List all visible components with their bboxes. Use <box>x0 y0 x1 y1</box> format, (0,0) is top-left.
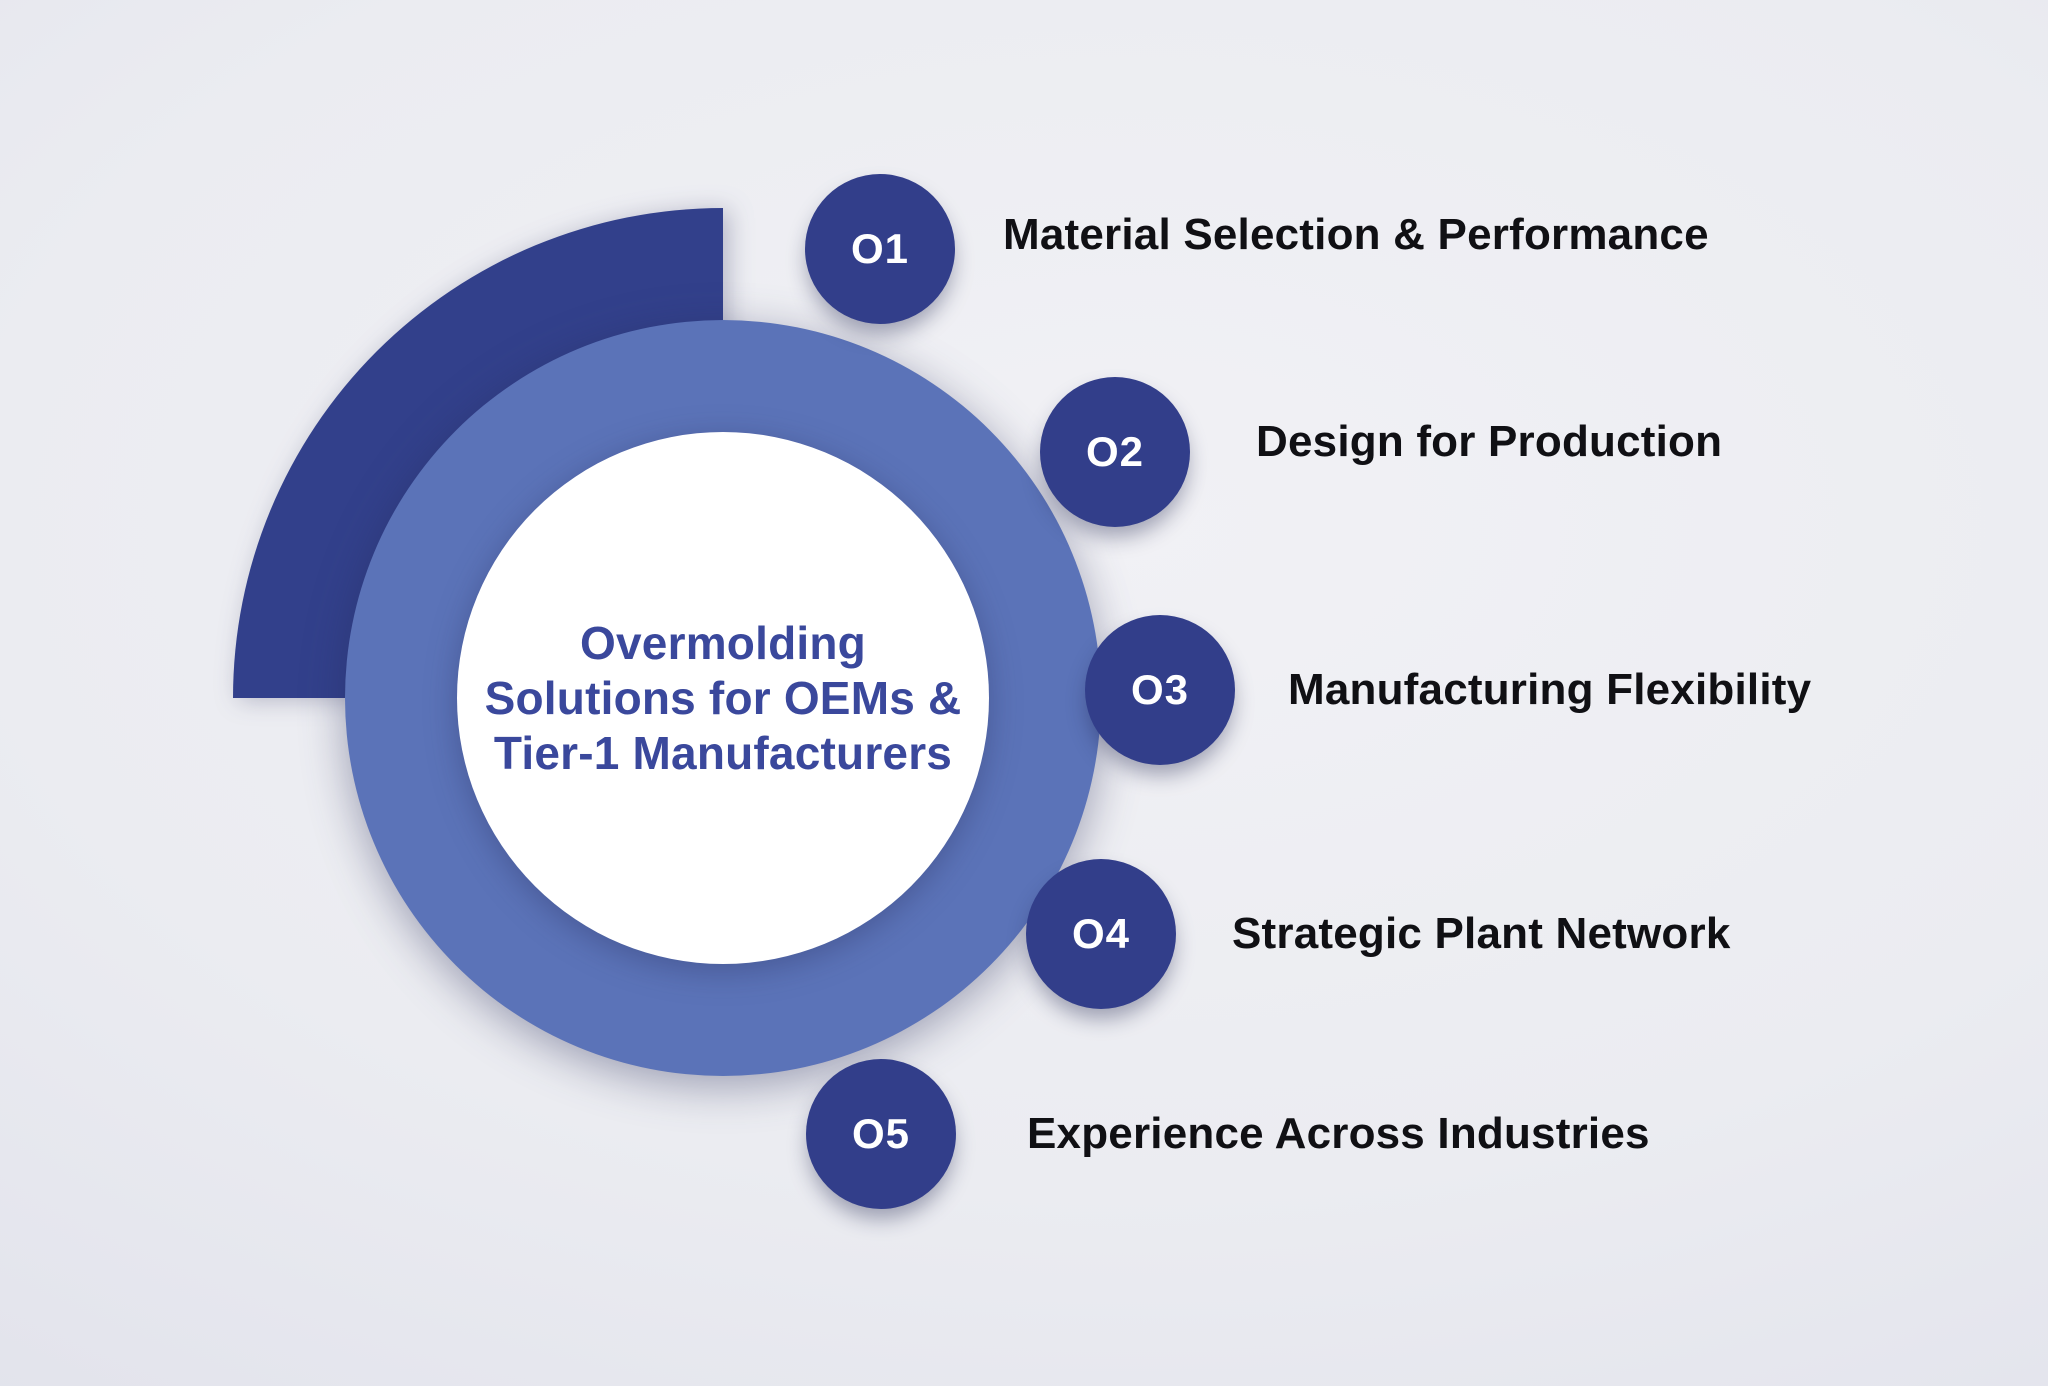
step-circle-4: O4 <box>1026 859 1176 1009</box>
diagram-title: Overmolding Solutions for OEMs & Tier-1 … <box>323 616 1123 781</box>
step-circle-1: O1 <box>805 174 955 324</box>
step-label-1: Material Selection & Performance <box>1003 210 1709 259</box>
step-number-2: O2 <box>1085 428 1145 475</box>
step-circle-5: O5 <box>806 1059 956 1209</box>
step-circle-3: O3 <box>1085 615 1235 765</box>
title-line-3: Tier-1 Manufacturers <box>493 727 953 779</box>
step-number-4: O4 <box>1071 910 1131 957</box>
step-label-4: Strategic Plant Network <box>1232 909 1731 958</box>
step-number-5: O5 <box>851 1110 911 1157</box>
title-line-2: Solutions for OEMs & <box>484 672 962 724</box>
center-circle <box>457 432 989 964</box>
step-label-2: Design for Production <box>1256 417 1723 466</box>
step-label-5: Experience Across Industries <box>1027 1109 1650 1158</box>
step-number-1: O1 <box>850 225 910 272</box>
step-number-3: O3 <box>1130 666 1190 713</box>
step-circle-2: O2 <box>1040 377 1190 527</box>
step-label-3: Manufacturing Flexibility <box>1288 665 1812 714</box>
title-line-1: Overmolding <box>580 617 866 669</box>
